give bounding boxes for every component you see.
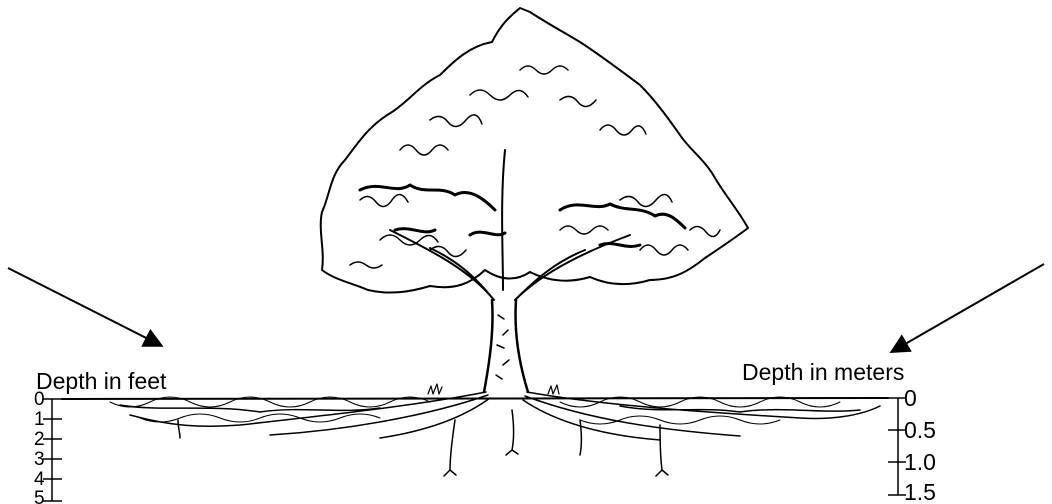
- tree-trunk-texture: [496, 315, 509, 379]
- left-tick-label-2: 2: [34, 429, 45, 450]
- tree-trunk: [484, 300, 528, 392]
- left-scale-title: Depth in feet: [36, 368, 167, 394]
- right-tick-label-1: 0.5: [904, 417, 936, 443]
- left-arrow: [8, 268, 160, 345]
- left-depth-scale: 0 1 2 3 4 5: [34, 389, 62, 504]
- sinker-roots: [178, 410, 668, 476]
- tree-branches: [390, 150, 630, 300]
- tree-canopy-outline: [321, 8, 748, 293]
- right-tick-label-3: 1.5: [904, 479, 936, 504]
- left-tick-label-5: 5: [34, 488, 45, 504]
- left-tick-label-4: 4: [34, 469, 45, 490]
- left-tick-label-3: 3: [34, 449, 45, 470]
- tree-foliage-mass: [360, 185, 685, 246]
- right-arrow: [893, 264, 1044, 351]
- right-scale-title: Depth in meters: [742, 359, 904, 385]
- right-tick-label-2: 1.0: [904, 449, 936, 475]
- left-tick-label-0: 0: [34, 389, 45, 410]
- tree-illustration: [62, 8, 888, 476]
- grass-tufts: [428, 384, 559, 394]
- left-tick-label-1: 1: [34, 409, 45, 430]
- right-tick-label-0: 0: [904, 385, 917, 411]
- right-depth-scale: 0 0.5 1.0 1.5: [888, 385, 936, 504]
